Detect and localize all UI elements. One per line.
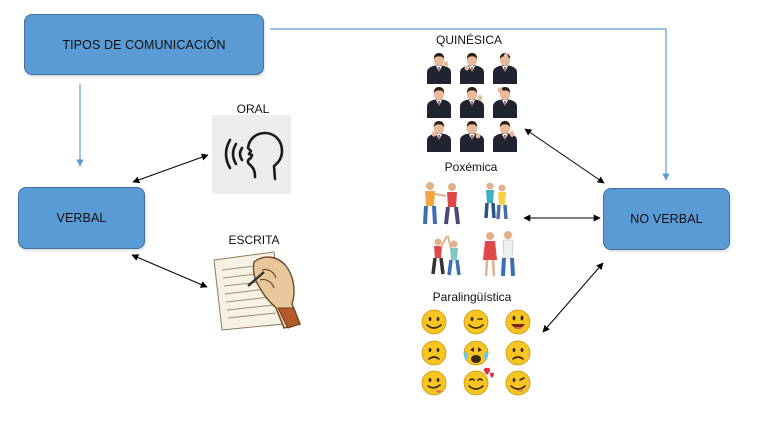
node-verbal[interactable]: VERBAL: [18, 187, 145, 249]
poxemica-caption: Poxémica: [444, 160, 498, 174]
hand-writing-on-paper-icon: [208, 250, 302, 332]
node-tipos-de-comunicacion[interactable]: TIPOS DE COMUNICACIÓN: [24, 14, 264, 75]
node-tipos-label: TIPOS DE COMUNICACIÓN: [62, 37, 226, 52]
node-no-verbal[interactable]: NO VERBAL: [603, 188, 730, 250]
oral-caption: ORAL: [236, 102, 270, 116]
businessman-gestures-grid: [422, 50, 522, 153]
people-interaction-figures: [416, 178, 522, 280]
emoji-faces-grid: [416, 306, 536, 398]
arrow-paralinguistica-no-verbal: [542, 262, 604, 333]
connector-root-no-verbal: [270, 28, 670, 181]
quinesica-caption: QUINÉSICA: [435, 33, 502, 47]
node-no-verbal-label: NO VERBAL: [630, 212, 703, 226]
arrow-verbal-oral: [132, 153, 209, 184]
arrow-verbal-escrita: [131, 254, 208, 288]
paralinguistica-caption: Paralingüística: [432, 290, 512, 304]
speaking-head-icon: [212, 115, 291, 194]
node-verbal-label: VERBAL: [56, 211, 107, 225]
escrita-caption: ESCRITA: [228, 233, 280, 247]
arrow-quinesica-no-verbal: [524, 128, 605, 184]
